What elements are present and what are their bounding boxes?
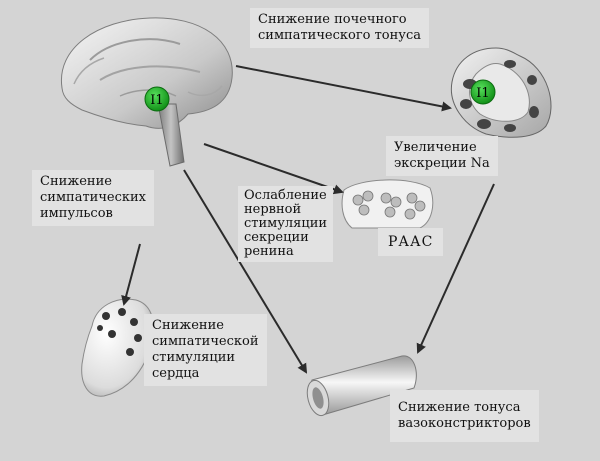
label-line: Снижение [40,174,146,190]
label-line: стимуляции [152,350,259,366]
label-line: секреции [244,231,327,245]
label-line: нервной [244,203,327,217]
label-line: сердца [152,366,259,382]
label-vasoconstrictor-tone: Снижение тонуса вазоконстрикторов [390,390,539,442]
label-sympathetic-impulses: Снижение симпатических импульсов [32,170,154,226]
label-line: вазоконстрикторов [398,416,531,432]
label-raas: РААС [378,228,443,256]
label-sodium-excretion: Увеличение экскреции Na [386,136,498,176]
label-line: ренина [244,245,327,259]
label-renal-sympathetic-tone: Снижение почечного симпатического тонуса [250,8,429,48]
kidney-receptor-symbol: I1 [476,86,489,101]
label-line: стимуляции [244,217,327,231]
arrow-brain-to-kidney [236,66,450,108]
kidney-icon [451,48,551,137]
kidney-receptor-marker: I1 [471,80,495,104]
brain-receptor-symbol: I1 [150,93,163,108]
juxtaglomerular-cells-icon [342,180,433,228]
label-line: симпатических [40,190,146,206]
label-line: симпатической [152,334,259,350]
arrow-sympathetic-to-heart [124,244,140,304]
label-line: Снижение почечного [258,12,421,28]
label-line: Снижение тонуса [398,400,531,416]
label-line: Снижение [152,318,259,334]
label-line: симпатического тонуса [258,28,421,44]
label-line: экскреции Na [394,156,490,172]
label-line: Ослабление [244,189,327,203]
label-line: импульсов [40,206,146,222]
label-line: Увеличение [394,140,490,156]
label-renin-secretion: Ослабление нервной стимуляции секреции р… [238,186,333,262]
arrow-brain-to-renin-cells [204,144,342,192]
label-heart-stimulation: Снижение симпатической стимуляции сердца [144,314,267,386]
heart-icon [82,299,154,396]
brain-receptor-marker: I1 [145,87,169,111]
